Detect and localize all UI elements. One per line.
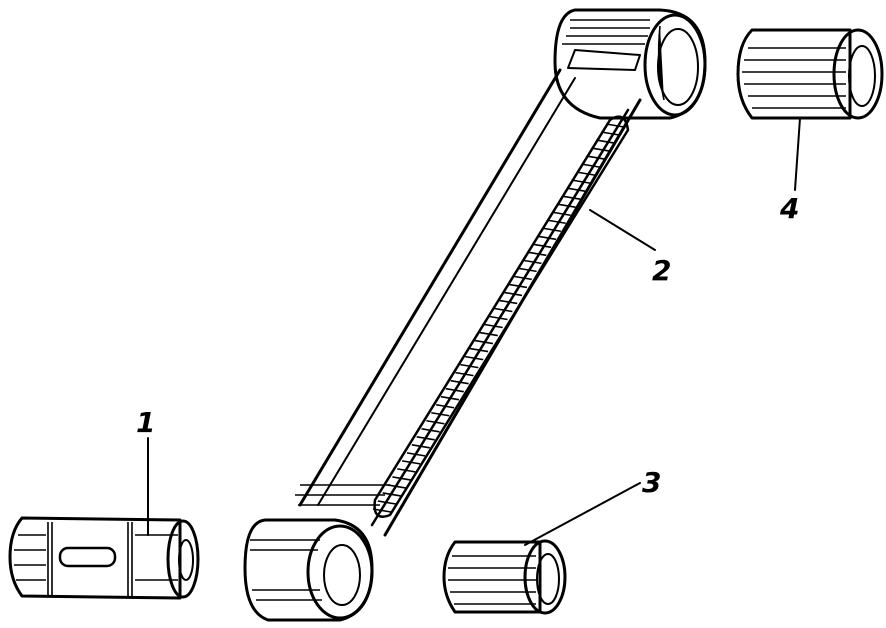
rod-hatch-line bbox=[455, 371, 474, 377]
callout-4-leader bbox=[794, 117, 801, 191]
callout-2: 2 bbox=[589, 209, 671, 287]
callout-1: 1 bbox=[136, 406, 155, 536]
rod-hatch-line bbox=[576, 171, 596, 176]
rod-hatch-line bbox=[440, 395, 460, 401]
connecting-rod bbox=[243, 8, 707, 622]
rod-hatching bbox=[372, 123, 625, 513]
rod-hatch-line bbox=[416, 436, 435, 441]
rod-hatch-line bbox=[474, 339, 494, 345]
rod-hatch-line bbox=[460, 363, 479, 369]
rod-hatch-line bbox=[528, 251, 547, 257]
rod-hatch-line bbox=[605, 123, 625, 128]
rod-big-end bbox=[243, 484, 390, 622]
callout-3-leader bbox=[524, 482, 641, 546]
rod-hatch-line bbox=[435, 403, 455, 409]
rod-hatch-line bbox=[392, 476, 411, 481]
rod-hatch-line bbox=[387, 484, 406, 489]
rod-hatch-line bbox=[469, 347, 489, 353]
rod-hatch-line bbox=[591, 147, 610, 152]
rod-hatch-line bbox=[445, 387, 464, 393]
rod-hatch-line bbox=[406, 452, 426, 457]
rod-hatch-line bbox=[450, 379, 469, 385]
rod-hatch-line bbox=[513, 275, 532, 281]
rod-beam bbox=[298, 68, 642, 537]
rod-hatch-line bbox=[421, 428, 440, 433]
rod-hatch-line bbox=[431, 411, 450, 417]
callout-2-leader bbox=[589, 209, 656, 251]
rod-hatch-line bbox=[562, 195, 581, 200]
rod-hatch-line bbox=[499, 299, 518, 305]
rod-hatch-line bbox=[411, 444, 430, 449]
rod-hatch-line bbox=[489, 315, 508, 321]
rod-hatch-line bbox=[503, 291, 523, 297]
rod-hatch-line bbox=[571, 179, 591, 184]
callout-2-label: 2 bbox=[652, 254, 671, 287]
rod-hatch-line bbox=[397, 468, 416, 473]
rod-hatch-line bbox=[601, 131, 620, 136]
rod-hatch-line bbox=[508, 283, 528, 289]
rod-hatch-line bbox=[537, 235, 557, 241]
rod-hatch-line bbox=[426, 419, 445, 425]
rod-hatch-line bbox=[465, 355, 484, 361]
rod-hatch-line bbox=[518, 267, 537, 273]
rod-hatch-line bbox=[382, 492, 401, 497]
callout-3: 3 bbox=[524, 466, 661, 546]
rod-hatch-line bbox=[377, 500, 396, 505]
callout-4-label: 4 bbox=[779, 192, 799, 225]
bushing-top-right bbox=[736, 28, 884, 120]
rod-hatch-line bbox=[484, 323, 503, 329]
rod-hatch-line bbox=[523, 259, 542, 265]
rod-hatch-line bbox=[581, 163, 600, 168]
rod-hatch-line bbox=[547, 219, 566, 225]
callout-4: 4 bbox=[779, 117, 801, 225]
callout-1-label: 1 bbox=[136, 406, 155, 439]
bushing-bottom-center bbox=[442, 539, 567, 615]
rod-hatch-line bbox=[479, 331, 498, 337]
rod-small-end bbox=[553, 8, 707, 120]
rod-hatch-line bbox=[533, 243, 552, 249]
rod-hatch-line bbox=[372, 508, 392, 513]
rod-hatch-line bbox=[586, 155, 605, 160]
rod-hatch-line bbox=[542, 227, 562, 233]
rod-hatch-line bbox=[401, 460, 421, 465]
rod-hatch-line bbox=[557, 203, 576, 208]
rod-hatch-line bbox=[567, 187, 586, 192]
callout-3-label: 3 bbox=[642, 466, 661, 499]
rod-hatch-line bbox=[596, 139, 615, 144]
rod-hatch-line bbox=[552, 211, 571, 217]
piston-pin bbox=[8, 516, 200, 600]
rod-hatch-line bbox=[494, 307, 513, 313]
